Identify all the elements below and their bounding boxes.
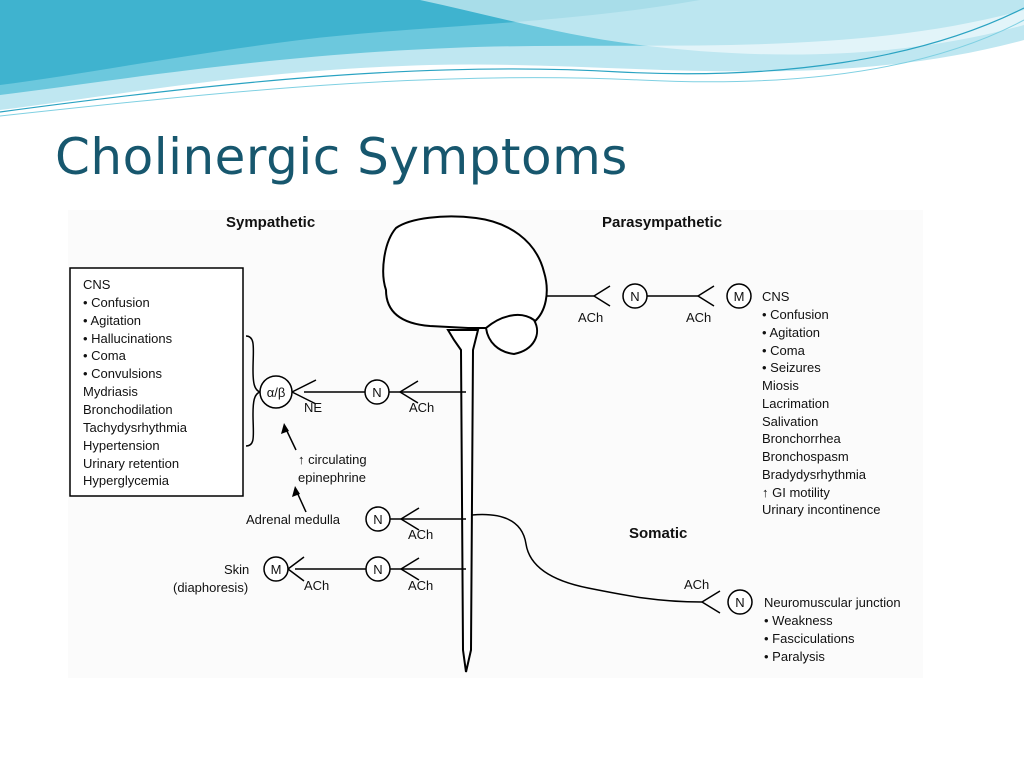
receptor-n-parasympathetic: N [630,289,639,304]
adrenal-medulla-pathway: Adrenal medulla N ACh [246,506,466,542]
somatic-pathway: N ACh [471,513,753,615]
somatic-header: Somatic [629,525,687,542]
parasympathetic-header: Parasympathetic [602,214,722,231]
ne-label: NE [304,400,322,415]
svg-text:N: N [373,562,382,577]
parasympathetic-pathway: N M ACh ACh [546,283,752,325]
cholinergic-diagram: Sympathetic Parasympathetic Somatic N M … [68,210,923,678]
receptor-n-somatic: N [735,595,744,610]
ach-label-skin-1: ACh [304,578,329,593]
sympathetic-symptom-list: CNS • Confusion • Agitation • Hallucinat… [83,277,191,488]
circulating-epinephrine-label: ↑ circulating epinephrine [298,452,370,485]
somatic-symptom-list: Neuromuscular junction • Weakness • Fasc… [764,595,904,664]
ach-label-para-1: ACh [578,310,603,325]
sympathetic-pathway: α/β N NE ACh [259,375,466,415]
page-title: Cholinergic Symptoms [55,128,628,186]
receptor-m-parasympathetic: M [734,289,745,304]
svg-text:N: N [373,512,382,527]
adrenal-medulla-label: Adrenal medulla [246,512,341,527]
skin-label: Skin (diaphoresis) [173,562,253,595]
skin-pathway: Skin (diaphoresis) M N ACh ACh [173,556,466,595]
ach-label-symp: ACh [409,400,434,415]
receptor-n-sympathetic: N [372,385,381,400]
header-wave-decoration [0,0,1024,117]
ach-label-skin-2: ACh [408,578,433,593]
ach-label-somatic: ACh [684,577,709,592]
sympathetic-symptom-box [69,267,244,497]
parasympathetic-symptom-list: CNS • Confusion • Agitation • Coma • Sei… [762,289,881,517]
receptor-alpha-beta: α/β [267,385,286,400]
svg-text:M: M [271,562,282,577]
brain-icon [382,215,548,356]
sympathetic-header: Sympathetic [226,214,315,231]
spinal-cord [446,329,480,673]
ach-label-adrenal: ACh [408,527,433,542]
ach-label-para-2: ACh [686,310,711,325]
